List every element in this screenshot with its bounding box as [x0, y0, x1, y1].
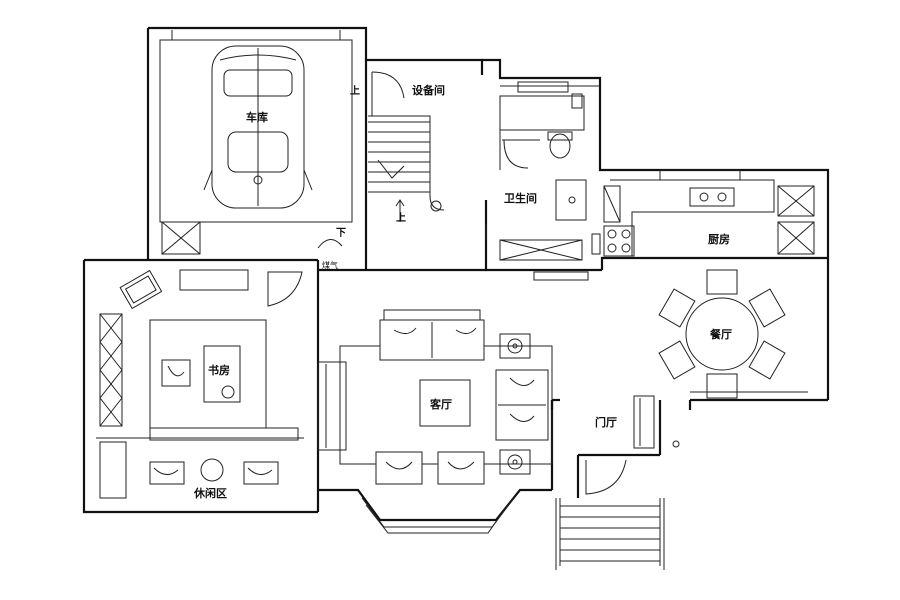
- stair-up-top-label: 上: [350, 84, 360, 97]
- outer-walls: [82, 26, 830, 522]
- double-sink-icon: [689, 187, 735, 207]
- toilet-icon: [547, 93, 583, 159]
- dining-chair: [658, 340, 696, 380]
- coffee-table: [419, 379, 471, 427]
- shelf-cross: [99, 341, 123, 371]
- kitchen-room: [591, 169, 815, 257]
- shelf-cross: [99, 397, 123, 427]
- tall-cabinet: [777, 185, 815, 255]
- bathroom-room: [485, 81, 600, 281]
- dining-chair: [748, 340, 786, 380]
- foyer-label: 门厅: [595, 415, 617, 429]
- lamp-table-bottom: [499, 449, 531, 475]
- stair-small-note: 煤气: [322, 260, 338, 270]
- foyer-room: [555, 395, 680, 570]
- staircase: [368, 71, 445, 222]
- sofa-right: [495, 369, 549, 441]
- kitchen-label: 厨房: [708, 232, 730, 246]
- equipment-room-label: 设备间: [412, 83, 445, 97]
- sink-icon: [555, 179, 587, 221]
- living-room: [317, 309, 553, 485]
- armchair-bottom-right: [437, 451, 485, 485]
- garage-room: [159, 30, 353, 255]
- armchair-bottom-left: [375, 451, 423, 485]
- bookshelf: [99, 313, 123, 427]
- stair-down-label: 下: [336, 227, 346, 239]
- storage-cabinet: [161, 221, 201, 255]
- shelf-cross: [99, 313, 123, 343]
- sofa-top: [379, 309, 485, 361]
- garage-label: 车库: [246, 110, 268, 124]
- shelf-cross: [99, 369, 123, 399]
- bathroom-label: 卫生间: [504, 191, 537, 205]
- dining-chair: [706, 269, 738, 295]
- dining-label: 餐厅: [709, 327, 732, 341]
- garage-door-arc: [317, 239, 343, 249]
- dining-chair: [748, 288, 786, 328]
- study-room: [96, 269, 304, 441]
- study-chair: [161, 359, 191, 387]
- desk: [203, 345, 241, 403]
- dining-chair: [658, 288, 696, 328]
- bay-window: [361, 497, 515, 534]
- entrance-stairs: [555, 498, 665, 570]
- armchair-icon: [119, 269, 163, 310]
- dining-table: [658, 269, 786, 399]
- stove-icon: [603, 225, 635, 257]
- stair-up-bottom-label: 上: [396, 211, 406, 224]
- study-label: 书房: [208, 363, 230, 377]
- car-icon: [203, 45, 313, 209]
- dining-chair: [706, 373, 738, 399]
- leisure-label: 休闲区: [193, 486, 227, 500]
- living-label: 客厅: [429, 397, 452, 411]
- leisure-room: [99, 441, 279, 499]
- lamp-table-top: [499, 333, 531, 359]
